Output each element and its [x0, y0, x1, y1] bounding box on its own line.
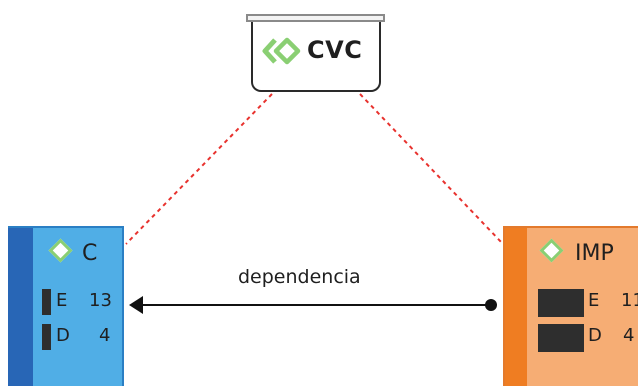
cvc-to-c-dashed-edge	[125, 93, 273, 245]
c-node-metric-letter-e: E	[56, 290, 68, 311]
c-node-metric-value-e: 13	[89, 290, 112, 311]
c-node-stripe	[8, 228, 33, 386]
c-node-metric-value-d: 4	[99, 325, 111, 346]
c-node-metric-letter-d: D	[56, 325, 70, 346]
c-node-metric-bar-e	[42, 289, 51, 315]
imp-node-metric-letter-e: E	[588, 290, 600, 311]
diagram-canvas: dependencia CVC C E 13 D 4 IMP E 11 D 4	[8, 14, 638, 386]
c-node-label: C	[82, 241, 98, 266]
dependencia-edge-label: dependencia	[238, 266, 361, 288]
dependencia-arrowhead	[129, 296, 143, 314]
diamond-icon	[48, 238, 73, 263]
cvc-to-imp-dashed-edge	[359, 93, 504, 245]
imp-node-stripe	[505, 228, 527, 386]
diamond-icon	[539, 238, 564, 263]
imp-node-metric-value-d: 4	[623, 325, 635, 346]
c-node[interactable]: C E 13 D 4	[8, 226, 124, 386]
imp-node-metric-bar-d	[538, 324, 584, 352]
double-chevron-diamond-icon	[262, 37, 301, 65]
imp-node-metric-letter-d: D	[588, 325, 602, 346]
imp-node[interactable]: IMP E 11 D 4	[503, 226, 638, 386]
c-node-metric-bar-d	[42, 324, 51, 350]
imp-node-metric-value-e: 11	[621, 290, 638, 311]
dependencia-edge-origin-dot	[485, 299, 497, 311]
cvc-node-label: CVC	[307, 36, 363, 64]
imp-node-metric-bar-e	[538, 289, 584, 317]
cvc-node-tab	[246, 14, 385, 22]
cvc-node[interactable]: CVC	[251, 22, 381, 92]
connector-layer	[125, 93, 504, 314]
imp-node-label: IMP	[575, 241, 614, 266]
